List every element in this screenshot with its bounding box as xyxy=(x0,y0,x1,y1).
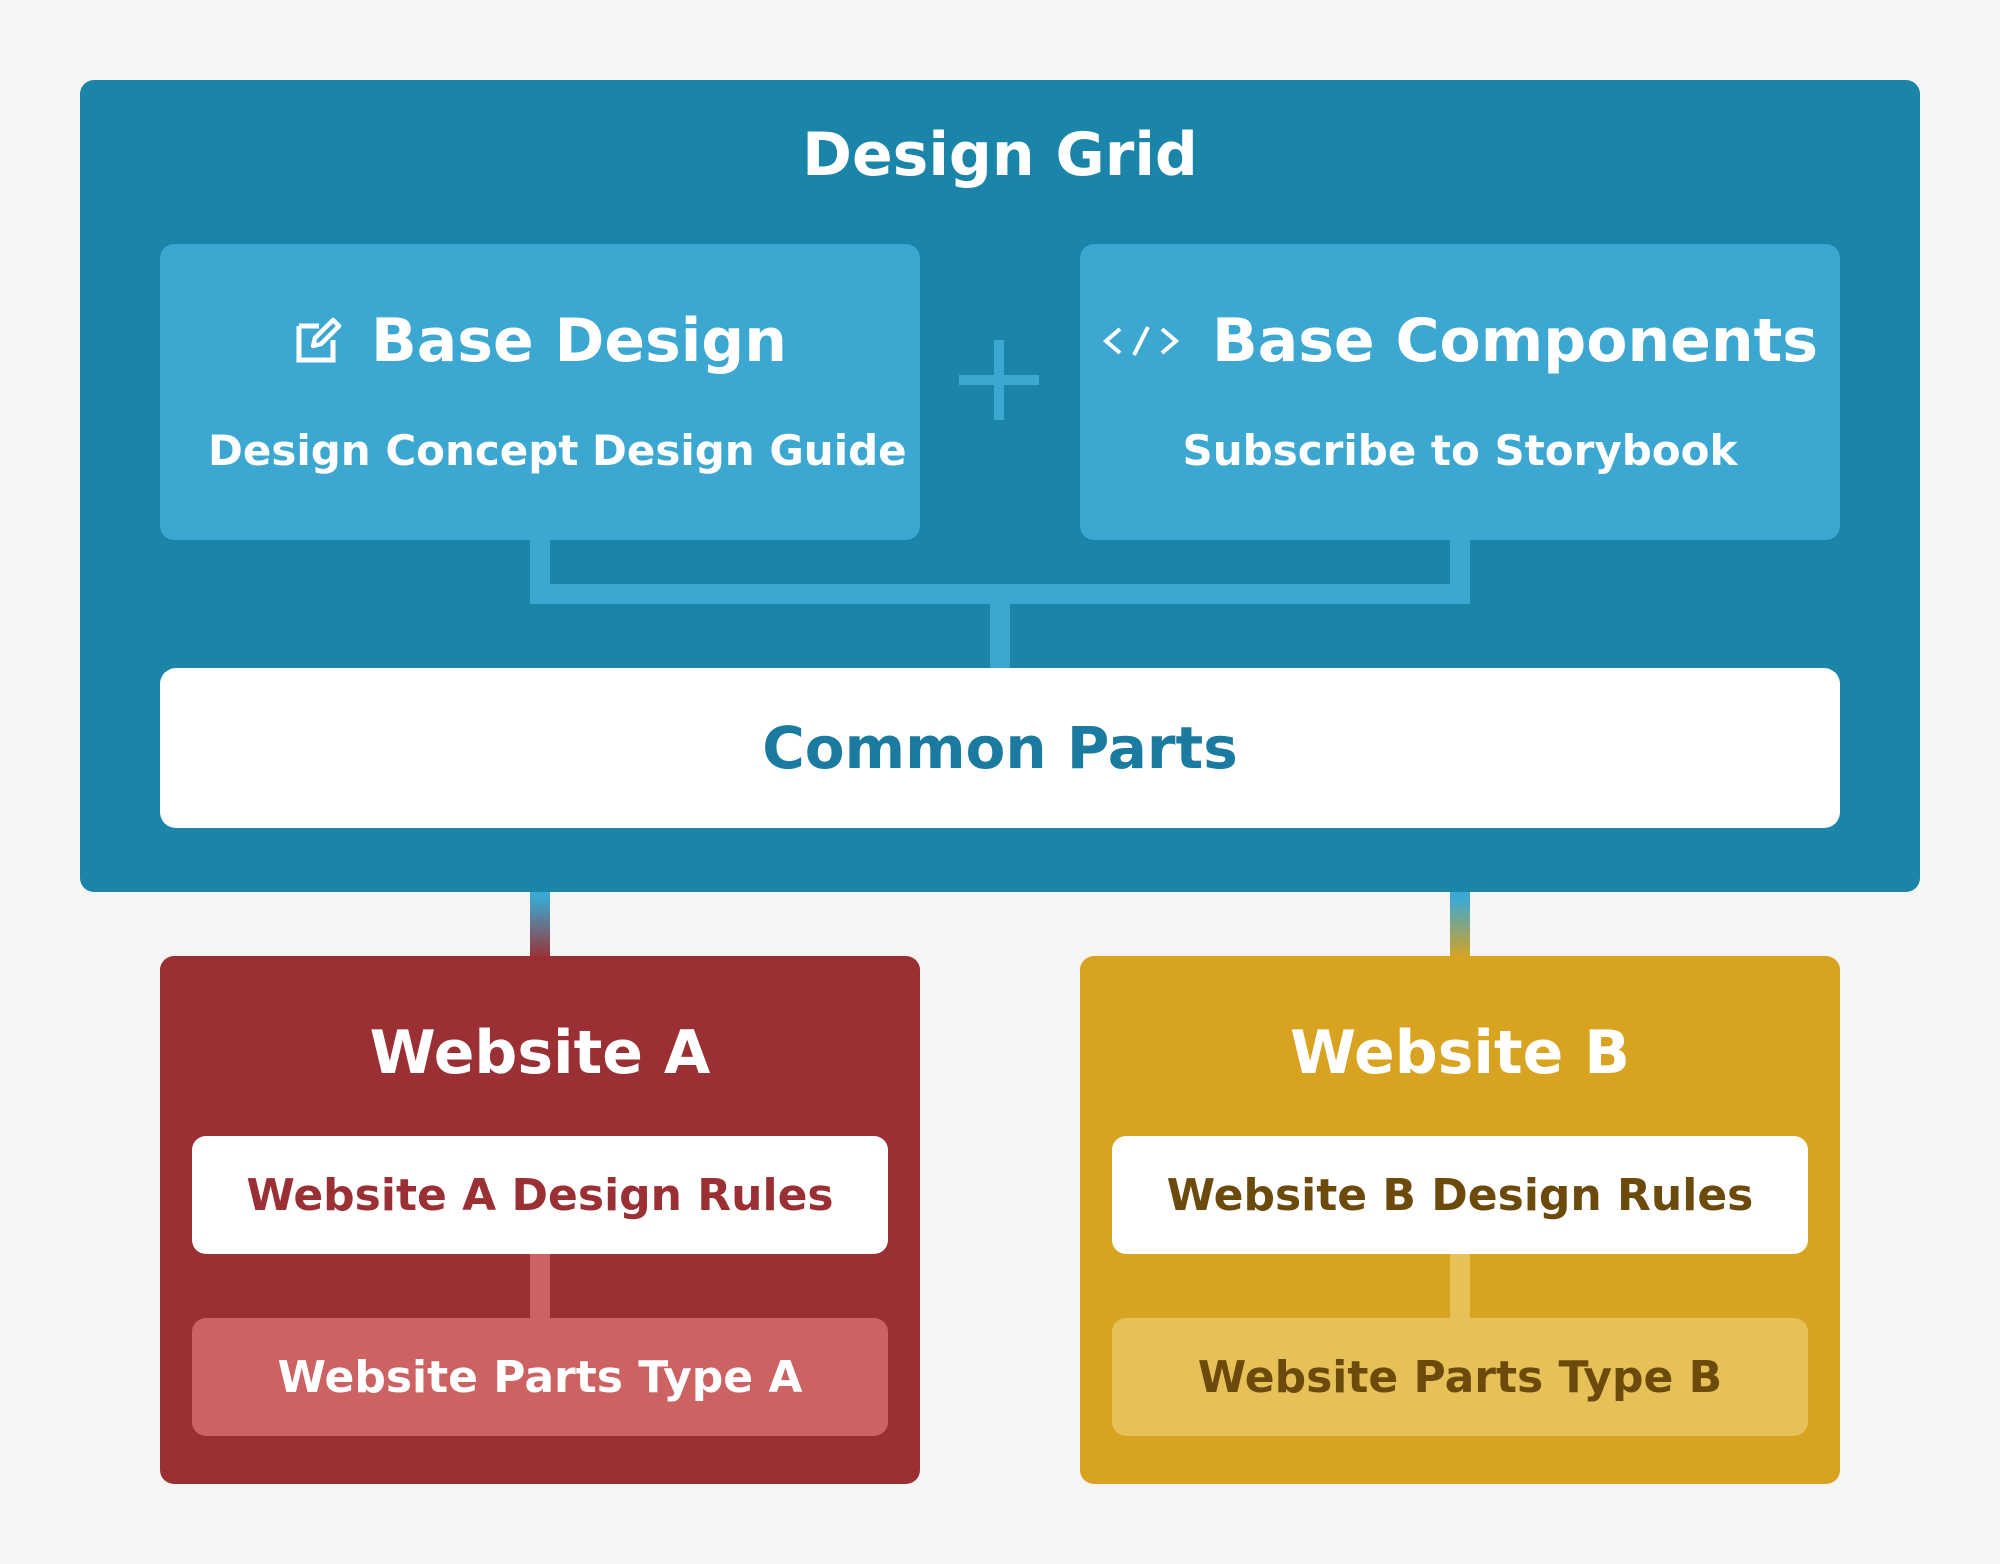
connector-base-components-down xyxy=(1450,538,1470,594)
website-a-inner-connector xyxy=(530,1252,550,1322)
website-a-design-rules: Website A Design Rules xyxy=(192,1136,888,1254)
website-b-inner-connector xyxy=(1450,1252,1470,1322)
common-parts-label: Common Parts xyxy=(762,714,1238,782)
storybook-label: Subscribe to Storybook xyxy=(1182,426,1738,475)
website-b-card: Website B Website B Design Rules Website… xyxy=(1080,956,1840,1484)
design-grid-title: Design Grid xyxy=(802,120,1198,190)
edit-icon xyxy=(296,317,342,363)
plus-icon xyxy=(959,340,1039,420)
website-b-title: Website B xyxy=(1290,1018,1630,1088)
website-a-title: Website A xyxy=(369,1018,711,1088)
design-guide-label: Design Guide xyxy=(592,426,907,475)
base-design-card: Base Design Design Concept Design Guide xyxy=(160,244,920,540)
website-a-parts: Website Parts Type A xyxy=(192,1318,888,1436)
base-design-title: Base Design xyxy=(371,306,787,376)
connector-base-design-down xyxy=(530,538,550,594)
website-b-parts: Website Parts Type B xyxy=(1112,1318,1808,1436)
design-concept-label: Design Concept xyxy=(208,426,579,475)
website-b-design-rules: Website B Design Rules xyxy=(1112,1136,1808,1254)
code-icon xyxy=(1102,326,1180,356)
base-components-card: Base Components Subscribe to Storybook xyxy=(1080,244,1840,540)
base-components-title: Base Components xyxy=(1212,306,1818,376)
website-a-card: Website A Website A Design Rules Website… xyxy=(160,956,920,1484)
common-parts-box: Common Parts xyxy=(160,668,1840,828)
connector-to-common-parts xyxy=(990,594,1010,674)
